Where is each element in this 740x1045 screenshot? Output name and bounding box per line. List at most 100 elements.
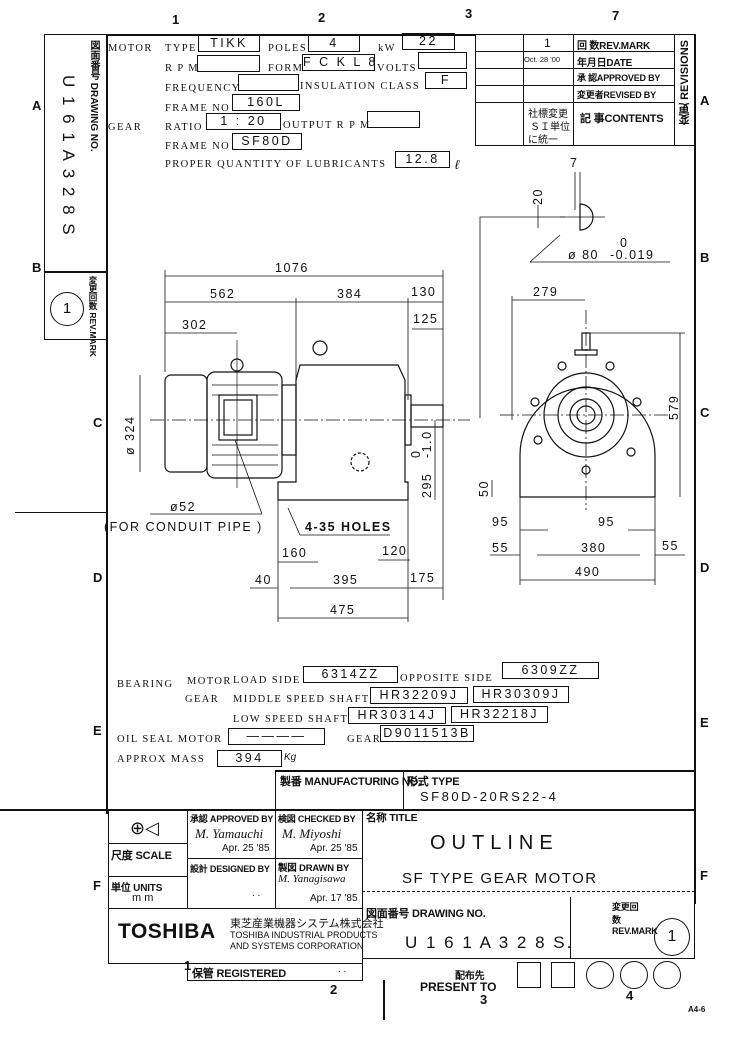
- projection-symbol-icon: ⊕◁: [130, 818, 159, 838]
- poles-label: POLES: [268, 43, 308, 54]
- dim-55-right: 55: [662, 539, 679, 553]
- registered-date: . .: [338, 964, 347, 975]
- rev-mark-jp-label: 変更回数 REV.MARK: [612, 902, 658, 936]
- dim-295: 295: [420, 473, 434, 498]
- gear-frame-field: SF80D: [232, 133, 302, 150]
- grid-row-a-right: A: [700, 93, 710, 108]
- scale-label: 尺度 SCALE: [111, 850, 172, 862]
- drawing-no-label: 図面番号 DRAWING NO.: [366, 908, 486, 920]
- kw-field: 22: [402, 33, 455, 50]
- form-label: FORM: [268, 63, 304, 74]
- rev-row-line: [475, 51, 674, 53]
- mfg-no-label: 製番 MANUFACTURING NO.: [280, 776, 421, 788]
- dim-dia-324: ø 324: [123, 416, 137, 455]
- front-view: [479, 203, 670, 510]
- side-rev-cell: [44, 272, 107, 340]
- bearing-motor-label: MOTOR: [187, 676, 232, 687]
- checked-signature: M. Miyoshi: [282, 826, 342, 841]
- rev-mark-value: 1: [544, 36, 551, 50]
- present-to-circle[interactable]: [653, 961, 681, 989]
- key-section: [579, 203, 594, 231]
- frame-left: [106, 34, 108, 814]
- title-value: OUTLINE: [430, 832, 559, 854]
- checked-label: 検図 CHECKED BY: [278, 814, 356, 824]
- drawn-signature: M. Yanagisawa: [278, 873, 346, 885]
- dim-shaft-tol-low: -0.019: [610, 248, 654, 262]
- bearing-label: BEARING: [117, 679, 174, 690]
- rev-mark-value: 1: [654, 918, 690, 956]
- grid-row-c-left: C: [93, 415, 103, 430]
- frame-right: [694, 34, 696, 904]
- grid-col-3: 3: [465, 6, 473, 21]
- checked-date: Apr. 25 '85: [310, 843, 358, 854]
- grid-row-c-right: C: [700, 405, 710, 420]
- grid-col-2-bottom: 2: [330, 982, 338, 997]
- dimension-lines: [139, 172, 685, 622]
- rev-contents-label: 記 事CONTENTS: [580, 113, 664, 125]
- rev-approved-label: 承 認APPROVED BY: [577, 73, 661, 83]
- registered-cell: [187, 963, 363, 981]
- oil-seal-motor-field: ————: [228, 728, 325, 745]
- present-to-label: PRESENT TO: [420, 980, 497, 994]
- motor-section-label: MOTOR: [108, 43, 153, 54]
- present-to-circle[interactable]: [586, 961, 614, 989]
- motor-frame-label: FRAME NO: [165, 103, 231, 114]
- dim-175: 175: [410, 571, 435, 585]
- dim-295-tol-up: 0: [409, 450, 423, 458]
- type-field: TIKK: [198, 35, 260, 52]
- rev-date-label: 年月日DATE: [577, 58, 633, 69]
- middle-shaft-field-1: HR32209J: [370, 687, 468, 704]
- rev-mark-cell: [570, 897, 695, 959]
- poles-field: 4: [308, 35, 360, 52]
- dim-130: 130: [411, 285, 436, 299]
- rev-col-line: [573, 34, 575, 146]
- grid-row-b-left: B: [32, 260, 42, 275]
- side-view: [150, 340, 470, 501]
- ratio-label: RATIO: [165, 122, 203, 133]
- low-shaft-field-2: HR32218J: [451, 706, 548, 723]
- designed-date: . .: [252, 888, 261, 899]
- present-to-box[interactable]: [551, 962, 575, 988]
- rev-contents-line: ＳＩ単位: [530, 122, 570, 133]
- present-to-circle[interactable]: [620, 961, 648, 989]
- sheet-size: A4-6: [688, 1005, 706, 1014]
- type-label: TYPE: [165, 43, 197, 54]
- grid-row-f-right: F: [700, 868, 708, 883]
- dim-395: 395: [333, 573, 358, 587]
- title-block-top: [275, 770, 695, 772]
- fold-mark: [15, 512, 107, 514]
- dim-160: 160: [282, 546, 307, 560]
- rev-contents-line: 社標変更: [528, 109, 568, 120]
- dim-120: 120: [382, 544, 407, 558]
- dim-302: 302: [182, 318, 207, 332]
- gear-housing: [277, 364, 409, 501]
- dim-overall: 1076: [275, 261, 309, 275]
- registered-label: 保管 REGISTERED: [192, 968, 286, 980]
- grid-col-3-bottom: 3: [480, 992, 488, 1007]
- form-field: F C K L 8: [302, 54, 378, 71]
- dim-shaft-dia: ø 80: [568, 248, 599, 262]
- approved-label: 承認 APPROVED BY: [190, 814, 274, 824]
- dim-95-left: 95: [492, 515, 509, 529]
- rev-row-line: [475, 102, 674, 104]
- present-to-box[interactable]: [517, 962, 541, 988]
- oil-seal-gear-field: D9011513B: [380, 725, 474, 742]
- approved-signature: M. Yamauchi: [195, 826, 264, 841]
- rev-contents-line: に統一: [528, 135, 558, 146]
- dim-562: 562: [210, 287, 235, 301]
- company-jp: 東芝産業機器システム株式会社: [230, 918, 384, 930]
- kw-label: kW: [378, 43, 396, 54]
- dim-279: 279: [533, 285, 558, 299]
- grid-row-f-left: F: [93, 878, 101, 893]
- cell-line: [108, 843, 188, 845]
- dim-40: 40: [255, 573, 272, 587]
- holes-note: 4-35 HOLES: [305, 520, 392, 534]
- dimension-labels: 1076 562 384 130 125 302 ø 324 295 -1.0 …: [104, 156, 681, 617]
- bearing-gear-label: GEAR: [185, 694, 220, 705]
- drawing-no-value: U 1 6 1 A 3 2 8 S.: [405, 933, 574, 952]
- grid-col-extra: 7: [612, 8, 620, 23]
- dim-55-left: 55: [492, 541, 509, 555]
- dim-125: 125: [413, 312, 438, 326]
- low-shaft-field-1: HR30314J: [348, 707, 446, 724]
- output-rpm-field: [367, 111, 420, 128]
